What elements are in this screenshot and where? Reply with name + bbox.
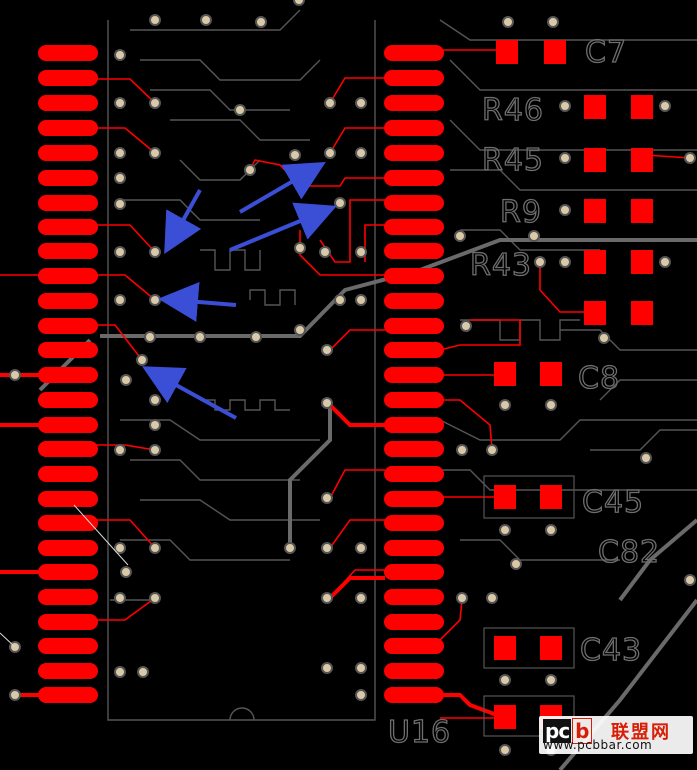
component-outlines <box>483 475 575 737</box>
c8-label: C8 <box>578 361 620 396</box>
annotation-arrow <box>141 366 237 420</box>
r9-label: R9 <box>500 195 542 230</box>
watermark-url: www.pcbbar.com <box>543 738 653 752</box>
c82-label: C82 <box>598 535 660 570</box>
c45-label: C45 <box>582 485 644 520</box>
annotation-arrow <box>164 189 202 254</box>
r46-label: R46 <box>482 93 544 128</box>
vias <box>9 0 696 756</box>
r43-label: R43 <box>470 248 532 283</box>
logo-left-text: pc <box>543 719 572 743</box>
annotation-arrows <box>141 161 337 420</box>
component-pads <box>494 40 653 729</box>
u16-label: U16 <box>388 715 451 750</box>
annotation-arrow <box>229 202 337 252</box>
top-layer-wide-traces <box>0 373 506 720</box>
c43-label: C43 <box>580 633 642 668</box>
ratsnest-lines <box>0 504 129 648</box>
c7-label: C7 <box>585 35 627 70</box>
r45-label: R45 <box>482 143 544 178</box>
annotation-arrow <box>158 281 237 322</box>
logo-right-text: b <box>572 718 592 744</box>
ic-left-pads <box>38 45 98 703</box>
annotation-arrow <box>238 161 326 214</box>
ic-right-pads <box>384 45 444 703</box>
inner-layer-traces <box>107 9 697 721</box>
silkscreen-text: U16 C7 R46 R45 R9 R43 C8 C43 C45 C82 <box>387 34 660 750</box>
brand-chinese-text: 联盟网 <box>611 722 671 743</box>
